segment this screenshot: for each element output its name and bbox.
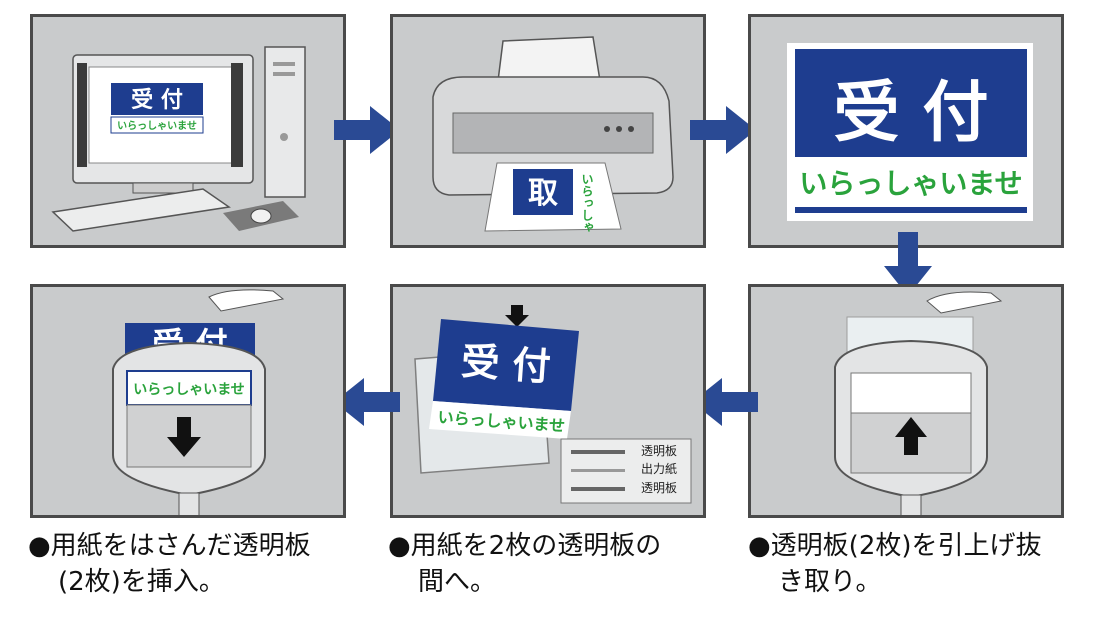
legend-top: 透明板 <box>641 444 677 458</box>
sign-subtitle: いらっしゃいませ <box>799 167 1022 200</box>
down-arrow-connector <box>884 232 932 296</box>
printer-icon: 取 いらっしゃ <box>432 36 674 233</box>
sign-title: 受 付 <box>834 74 989 151</box>
caption-1-line2: (2枚)を挿入。 <box>58 567 225 597</box>
hand-icon <box>926 291 1003 314</box>
panel-printer: 取 いらっしゃ <box>390 14 706 248</box>
holder-insert-icon: 受 付 いらっしゃいませ <box>112 289 285 515</box>
right-arrow-1 <box>334 106 400 154</box>
panel-insert-holder: 受 付 いらっしゃいませ <box>30 284 346 518</box>
panel-remove-plates <box>748 284 1064 518</box>
panel-insert-paper: 受 付 いらっしゃいませ 透明板 出力紙 透明板 <box>390 284 706 518</box>
panel-computer: 受 付 いらっしゃいませ <box>30 14 346 248</box>
down-arrow-icon <box>167 417 201 457</box>
caption-1-line1: ●用紙をはさんだ透明板 <box>28 531 311 561</box>
right-arrow-2 <box>690 106 756 154</box>
insert-sign-title: 受 付 <box>460 339 552 389</box>
left-arrow-2 <box>334 378 400 426</box>
caption-3-line2: き取り。 <box>778 567 882 597</box>
caption-2-line2: 間へ。 <box>418 567 497 597</box>
legend-bottom: 透明板 <box>641 481 677 495</box>
legend-middle: 出力紙 <box>641 461 677 476</box>
computer-icon: 受 付 いらっしゃいませ <box>51 46 306 232</box>
caption-remove-plates: ●透明板(2枚)を引上げ抜 き取り。 <box>748 528 1042 600</box>
sign-holder-icon <box>834 291 1003 515</box>
caption-2-line1: ●用紙を2枚の透明板の <box>388 531 662 561</box>
printer-output-title: 取 <box>528 176 558 211</box>
holder-sign-subtitle: いらっしゃいませ <box>133 382 245 398</box>
caption-3-line1: ●透明板(2枚)を引上げ抜 <box>748 531 1042 561</box>
up-arrow-icon <box>895 417 927 455</box>
monitor-sign-subtitle: いらっしゃいませ <box>117 120 197 132</box>
panel-printed-sign: 受 付 いらっしゃいませ <box>748 14 1064 248</box>
caption-insert-holder: ●用紙をはさんだ透明板 (2枚)を挿入。 <box>28 528 311 600</box>
printed-sign-icon: 受 付 いらっしゃいませ <box>787 43 1033 221</box>
left-arrow-1 <box>692 378 758 426</box>
caption-insert-paper: ●用紙を2枚の透明板の 間へ。 <box>388 528 661 600</box>
insert-paper-icon: 受 付 いらっしゃいませ 透明板 出力紙 透明板 <box>414 305 692 504</box>
monitor-sign-title: 受 付 <box>131 87 183 113</box>
printer-output-subtitle: いらっしゃ <box>580 173 594 233</box>
down-arrow-icon <box>505 305 529 327</box>
hand-icon <box>208 289 285 312</box>
